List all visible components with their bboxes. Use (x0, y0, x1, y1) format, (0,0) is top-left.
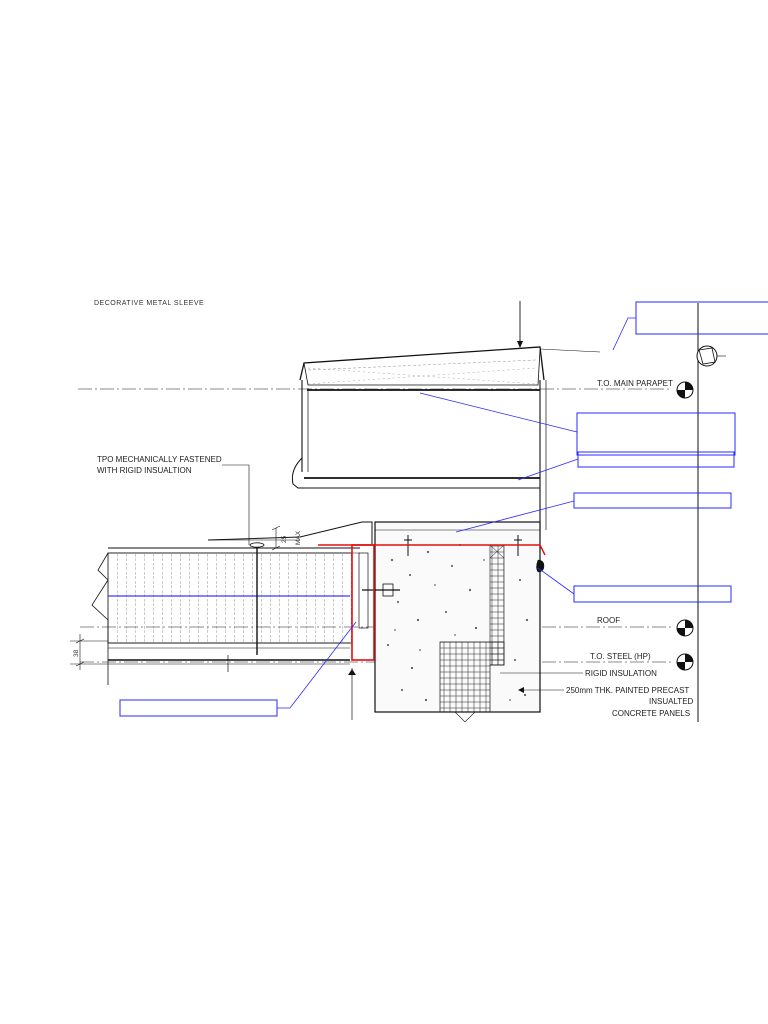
callout-mid-right-2[interactable] (577, 451, 735, 468)
callout-left-bottom-leader (277, 621, 357, 709)
panel-clip (536, 559, 545, 573)
tpo-label-line1: TPO MECHANICALLY FASTENED (97, 455, 222, 464)
dim-25-text: 25 (281, 535, 288, 543)
panel-leader-arrow (518, 687, 524, 693)
dimension-38: 38 (70, 634, 108, 670)
callout-mid-right-2-leader (517, 458, 579, 481)
steel-label: T.O. STEEL (HP) (590, 652, 651, 661)
lower-flashing (291, 457, 540, 489)
callout-left-bottom[interactable] (119, 699, 278, 717)
callout-right-3[interactable] (573, 492, 732, 509)
dim-38-text: 38 (73, 649, 80, 657)
tpo-label-line2: WITH RIGID INSUALTION (97, 466, 192, 475)
panel-label-line3: CONCRETE PANELS (612, 709, 690, 718)
dim-max-text: MAX (295, 530, 302, 545)
callout-right-3-leader (455, 500, 575, 533)
roof-assembly (91, 521, 373, 685)
dimension-25-max: 25 MAX (271, 525, 302, 551)
parapet-cap (299, 301, 601, 391)
section-marker-icon (696, 345, 726, 367)
panel-label-line1: 250mm THK. PAINTED PRECAST (566, 686, 689, 695)
panel-label-line2: INSUALTED (649, 697, 694, 706)
elevation-marker-icon (676, 619, 694, 637)
callout-right-4-leader (537, 567, 575, 595)
rigid-insulation-label: RIGID INSULATION (585, 669, 657, 678)
roof-label: ROOF (597, 616, 620, 625)
callout-mid-right-1[interactable] (576, 412, 736, 456)
main-parapet-label: T.O. MAIN PARAPET (597, 379, 673, 388)
callout-top-right-leader (612, 317, 636, 351)
top-note: DECORATIVE METAL SLEEVE (94, 300, 204, 307)
red-highlight (318, 544, 546, 661)
callout-top-right[interactable] (635, 301, 768, 335)
callout-mid-right-1-leader (419, 392, 578, 433)
elevation-marker-icon (676, 381, 694, 399)
callout-right-4[interactable] (573, 585, 732, 603)
elevation-marker-icon (676, 653, 694, 671)
precast-concrete-panel (348, 521, 541, 723)
tpo-leader-line (222, 464, 250, 545)
